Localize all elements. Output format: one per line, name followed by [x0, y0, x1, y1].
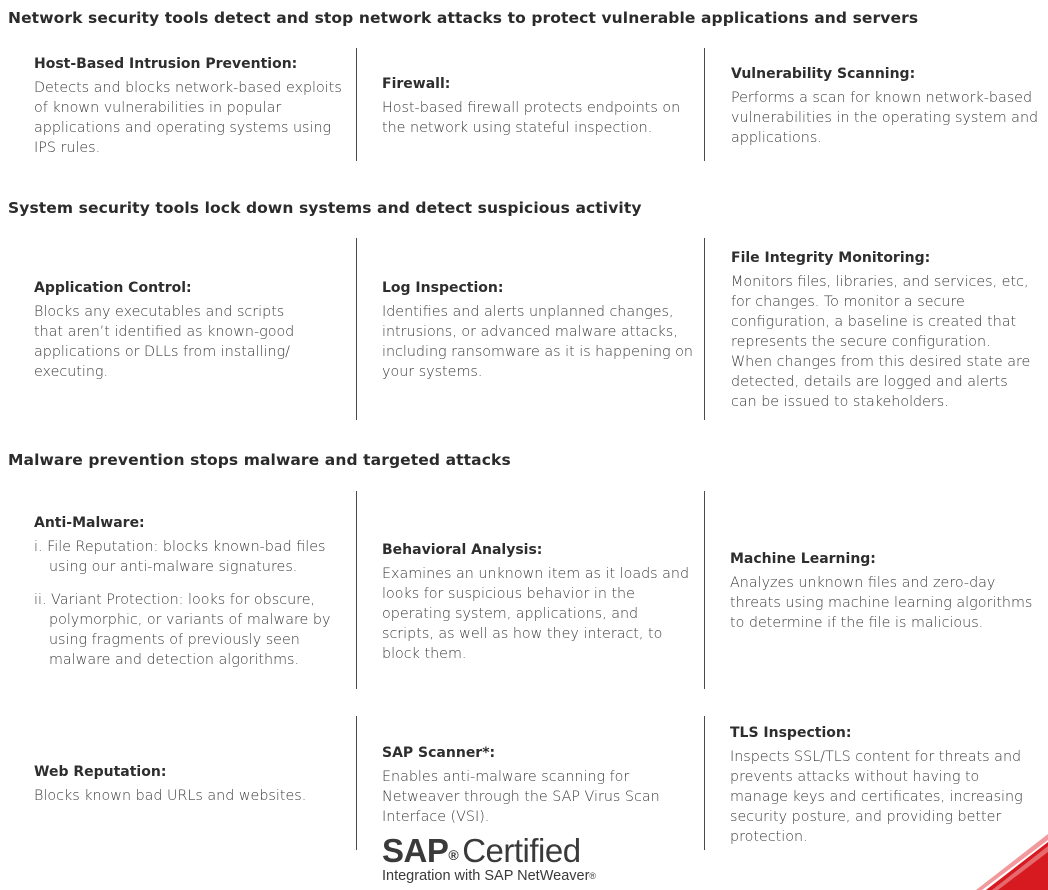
column-divider: [356, 716, 357, 850]
feature-description: Detects and blocks network-based exploit…: [34, 80, 342, 156]
list-text: Variant Protection: looks for obscure, p…: [49, 592, 331, 668]
feature-behavioral-analysis: Behavioral Analysis: Examines an unknown…: [382, 540, 694, 664]
feature-description: Examines an unknown item as it loads and…: [382, 566, 690, 662]
section-heading-system: System security tools lock down systems …: [8, 199, 642, 217]
feature-description: Identifies and alerts unplanned changes,…: [382, 304, 693, 380]
feature-machine-learning: Machine Learning: Analyzes unknown files…: [730, 549, 1040, 633]
feature-description: Enables anti-malware scanning for Netwea…: [382, 769, 660, 825]
feature-title: Firewall:: [382, 76, 451, 92]
sap-certified-text: Certified: [462, 832, 581, 869]
sap-integration-text: Integration with SAP NetWeaver: [382, 868, 590, 884]
feature-title: Host-Based Intrusion Prevention:: [34, 56, 298, 72]
feature-application-control: Application Control: Blocks any executab…: [34, 278, 302, 382]
feature-title: Machine Learning:: [730, 551, 876, 567]
feature-title: TLS Inspection:: [730, 725, 852, 741]
column-divider: [704, 238, 705, 420]
feature-description: Inspects SSL/TLS content for threats and…: [730, 749, 1023, 845]
feature-title: Web Reputation:: [34, 764, 167, 780]
list-number: ii.: [34, 592, 47, 608]
feature-description: Blocks known bad URLs and websites.: [34, 788, 307, 804]
feature-description: Host-based firewall protects endpoints o…: [382, 100, 681, 136]
sap-certified-logo: SAP®Certified Integration with SAP NetWe…: [382, 832, 596, 884]
list-item: ii. Variant Protection: looks for obscur…: [34, 590, 334, 670]
feature-description: Blocks any executables and scripts that …: [34, 304, 295, 380]
feature-anti-malware: Anti-Malware: i. File Reputation: blocks…: [34, 513, 334, 683]
feature-title: Anti-Malware:: [34, 515, 145, 531]
anti-malware-list: i. File Reputation: blocks known-bad fil…: [34, 537, 334, 670]
list-number: i.: [34, 539, 43, 555]
feature-firewall: Firewall: Host-based firewall protects e…: [382, 74, 687, 138]
sap-brand-text: SAP: [382, 832, 449, 869]
column-divider: [704, 48, 705, 161]
feature-sap-scanner: SAP Scanner*: Enables anti-malware scann…: [382, 743, 674, 827]
feature-title: SAP Scanner*:: [382, 745, 496, 761]
column-divider: [704, 716, 705, 850]
section-heading-malware: Malware prevention stops malware and tar…: [8, 451, 511, 469]
feature-title: Vulnerability Scanning:: [731, 66, 916, 82]
feature-title: Log Inspection:: [382, 280, 504, 296]
column-divider: [356, 48, 357, 161]
feature-vulnerability-scanning: Vulnerability Scanning: Performs a scan …: [731, 64, 1041, 148]
feature-description: Performs a scan for known network-based …: [731, 90, 1039, 146]
section-heading-network: Network security tools detect and stop n…: [8, 9, 919, 27]
feature-file-integrity-monitoring: File Integrity Monitoring: Monitors file…: [731, 248, 1031, 412]
column-divider: [356, 491, 357, 689]
list-item: i. File Reputation: blocks known-bad fil…: [34, 537, 334, 577]
corner-accent-graphic: [976, 834, 1048, 890]
feature-log-inspection: Log Inspection: Identifies and alerts un…: [382, 278, 694, 382]
column-divider: [356, 238, 357, 420]
feature-web-reputation: Web Reputation: Blocks known bad URLs an…: [34, 762, 334, 806]
feature-description: Monitors files, libraries, and services,…: [731, 274, 1031, 410]
registered-mark: ®: [448, 847, 459, 863]
registered-mark: ®: [589, 871, 597, 881]
feature-tls-inspection: TLS Inspection: Inspects SSL/TLS content…: [730, 723, 1030, 847]
feature-title: Application Control:: [34, 280, 192, 296]
feature-title: Behavioral Analysis:: [382, 542, 543, 558]
feature-description: Analyzes unknown files and zero-day thre…: [730, 575, 1033, 631]
feature-host-ips: Host-Based Intrusion Prevention: Detects…: [34, 54, 344, 158]
column-divider: [704, 491, 705, 689]
feature-title: File Integrity Monitoring:: [731, 250, 931, 266]
list-text: File Reputation: blocks known-bad files …: [47, 539, 326, 575]
